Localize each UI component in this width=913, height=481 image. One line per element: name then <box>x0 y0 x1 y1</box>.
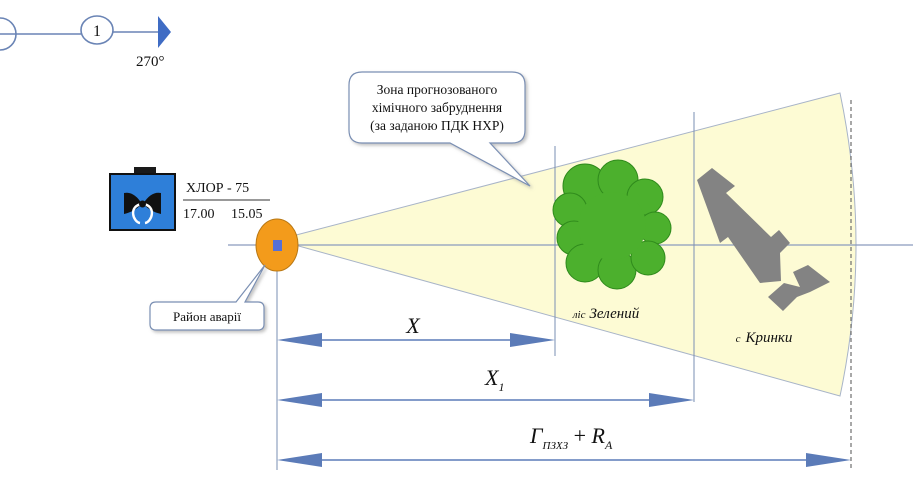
r-sub: A <box>604 438 613 452</box>
village-prefix: с <box>736 333 741 345</box>
forest-label: ліс Зелений <box>572 306 640 322</box>
dimension-x1: X1 <box>277 365 694 407</box>
callout-line-2: хімічного забруднення <box>372 100 502 115</box>
x1-sub: 1 <box>498 380 504 394</box>
plus-sign: + <box>568 423 591 448</box>
dimension-total: ГПЗХЗ + RA <box>277 423 851 467</box>
g-base: Г <box>529 423 544 448</box>
zone-callout: Зона прогнозованого хімічного забрудненн… <box>348 71 531 187</box>
callout-line-1: Зона прогнозованого <box>377 82 498 97</box>
direction-number-circle <box>80 15 114 45</box>
callout-line-3: (за заданою ПДК НХР) <box>370 118 504 133</box>
r-base: R <box>591 423 606 448</box>
dimension-total-label: ГПЗХЗ + RA <box>529 423 613 452</box>
village-shape <box>697 168 830 311</box>
direction-angle: 270° <box>136 54 165 70</box>
x1-base: X <box>484 365 500 390</box>
direction-number: 1 <box>93 23 101 40</box>
dimension-x1-label: X1 <box>484 365 504 394</box>
dimension-x-label: X <box>405 313 421 338</box>
accident-callout: Район аварії <box>149 264 266 331</box>
accident-time: 17.00 <box>183 207 215 222</box>
chemical-hazard-symbol <box>109 167 176 231</box>
forest-name: Зелений <box>590 306 640 322</box>
village-name: Кринки <box>744 330 792 346</box>
accident-marker <box>273 240 282 251</box>
accident-date: 15.05 <box>231 207 263 222</box>
forest-shape <box>552 159 672 290</box>
accident-label: Район аварії <box>173 309 241 324</box>
forest-prefix: ліс <box>572 309 586 321</box>
dimension-x: X <box>277 313 555 347</box>
direction-arrow-icon <box>158 16 171 48</box>
substance-label: ХЛОР - 75 <box>186 181 249 196</box>
g-sub: ПЗХЗ <box>542 440 569 452</box>
wind-direction-indicator: 1 270° <box>0 15 171 70</box>
